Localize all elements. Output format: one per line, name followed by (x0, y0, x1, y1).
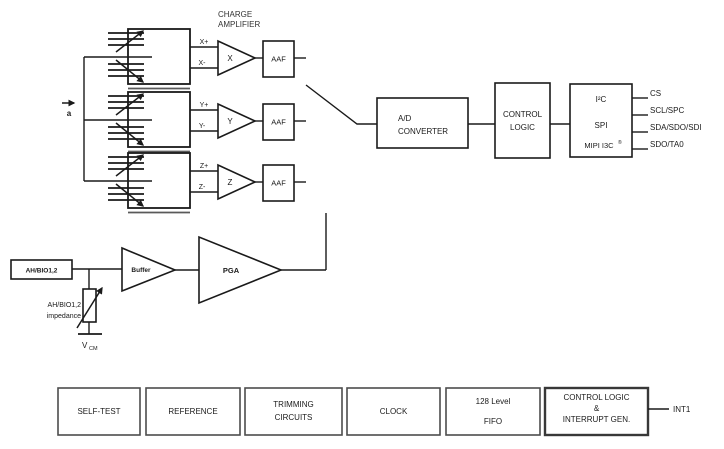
impedance-label-line1: AH/BIO1,2 (48, 302, 82, 309)
interface-box (569, 83, 633, 158)
buffer-amp (121, 246, 178, 293)
fifo-box (445, 387, 541, 436)
self-test-label: SELF-TEST (77, 407, 120, 416)
aaf-box-z (262, 164, 295, 202)
impedance-resistor (82, 288, 97, 323)
aaf-x-label: AAF (271, 55, 286, 64)
adc-label-line2: CONVERTER (398, 127, 448, 136)
vcm-label: V (82, 341, 88, 350)
int1-pin-label: INT1 (673, 405, 691, 414)
impedance-label-line2: impedance (47, 313, 81, 320)
pga-amp (198, 235, 284, 305)
control-logic-line1: CONTROL (503, 110, 543, 119)
variable-cap-arrow-icon (115, 122, 145, 146)
variable-impedance-arrow-icon (76, 286, 103, 329)
sensor-row-y: Y+ Y- Y AAF (84, 91, 306, 153)
trimming-label-line1: TRIMMING (273, 400, 313, 409)
electrode-label-x-minus: X- (199, 60, 207, 67)
adc-box (376, 97, 469, 149)
vcm-subscript: CM (89, 346, 98, 352)
electrode-label-y-plus: Y+ (200, 102, 209, 109)
registered-mark-icon: ® (618, 139, 622, 146)
fifo-label-line1: 128 Level (476, 397, 511, 406)
trimming-label-line2: CIRCUITS (275, 413, 313, 422)
control-logic-line2: LOGIC (510, 123, 535, 132)
trimming-circuits-box (244, 387, 343, 436)
reference-label: REFERENCE (168, 407, 217, 416)
adc-label-line1: A/D (398, 114, 412, 123)
sensor-row-x: X+ X- X AAF (84, 28, 306, 90)
electrode-label-y-minus: Y- (199, 123, 206, 130)
pga-label: PGA (223, 266, 240, 275)
sensor-row-z: Z+ Z- Z AAF (84, 152, 306, 214)
aaf-z-label: AAF (271, 179, 286, 188)
electrode-label-z-minus: Z- (199, 184, 206, 191)
ahbio-input-label: AH/BIO1,2 (26, 268, 58, 275)
reference-box (145, 387, 241, 436)
control-logic-box (494, 82, 551, 159)
charge-amp-y (217, 102, 257, 140)
charge-amp-x-label: X (227, 54, 233, 63)
pin-label-scl: SCL/SPC (650, 106, 684, 115)
pin-label-sda: SDA/SDO/SDI (650, 123, 702, 132)
electrode-label-z-plus: Z+ (200, 163, 208, 170)
variable-cap-arrow-icon (115, 183, 145, 207)
interface-i2c-label: I²C (596, 95, 607, 104)
charge-amplifier-title-line2: AMPLIFIER (218, 20, 260, 29)
clock-box (346, 387, 441, 436)
pin-label-sdo: SDO/TA0 (650, 140, 684, 149)
variable-cap-arrow-icon (115, 30, 145, 53)
interface-spi-label: SPI (595, 121, 608, 130)
interrupt-label-line3: INTERRUPT GEN. (563, 415, 630, 424)
interface-i3c-label: MIPI I3C (584, 141, 614, 150)
variable-cap-arrow-icon (115, 93, 145, 116)
acceleration-label: a (67, 109, 72, 118)
interrupt-gen-box (543, 386, 650, 437)
clock-label: CLOCK (380, 407, 408, 416)
variable-cap-arrow-icon (115, 154, 145, 177)
pin-label-cs: CS (650, 89, 661, 98)
interrupt-label-line1: CONTROL LOGIC (564, 393, 630, 402)
charge-amplifier-title-line1: CHARGE (218, 10, 252, 19)
aaf-box-y (262, 103, 295, 141)
charge-amp-x (217, 39, 257, 77)
self-test-box (57, 387, 141, 436)
fifo-label-line2: FIFO (484, 417, 502, 426)
aaf-y-label: AAF (271, 118, 286, 127)
charge-amp-z-label: Z (228, 178, 233, 187)
variable-cap-arrow-icon (115, 59, 145, 83)
charge-amp-y-label: Y (227, 117, 233, 126)
charge-amp-z (217, 163, 257, 201)
electrode-label-x-plus: X+ (200, 39, 209, 46)
buffer-label: Buffer (131, 267, 151, 274)
mux-switch-line (305, 84, 377, 125)
aaf-box-x (262, 40, 295, 78)
interrupt-label-line2: & (594, 404, 600, 413)
